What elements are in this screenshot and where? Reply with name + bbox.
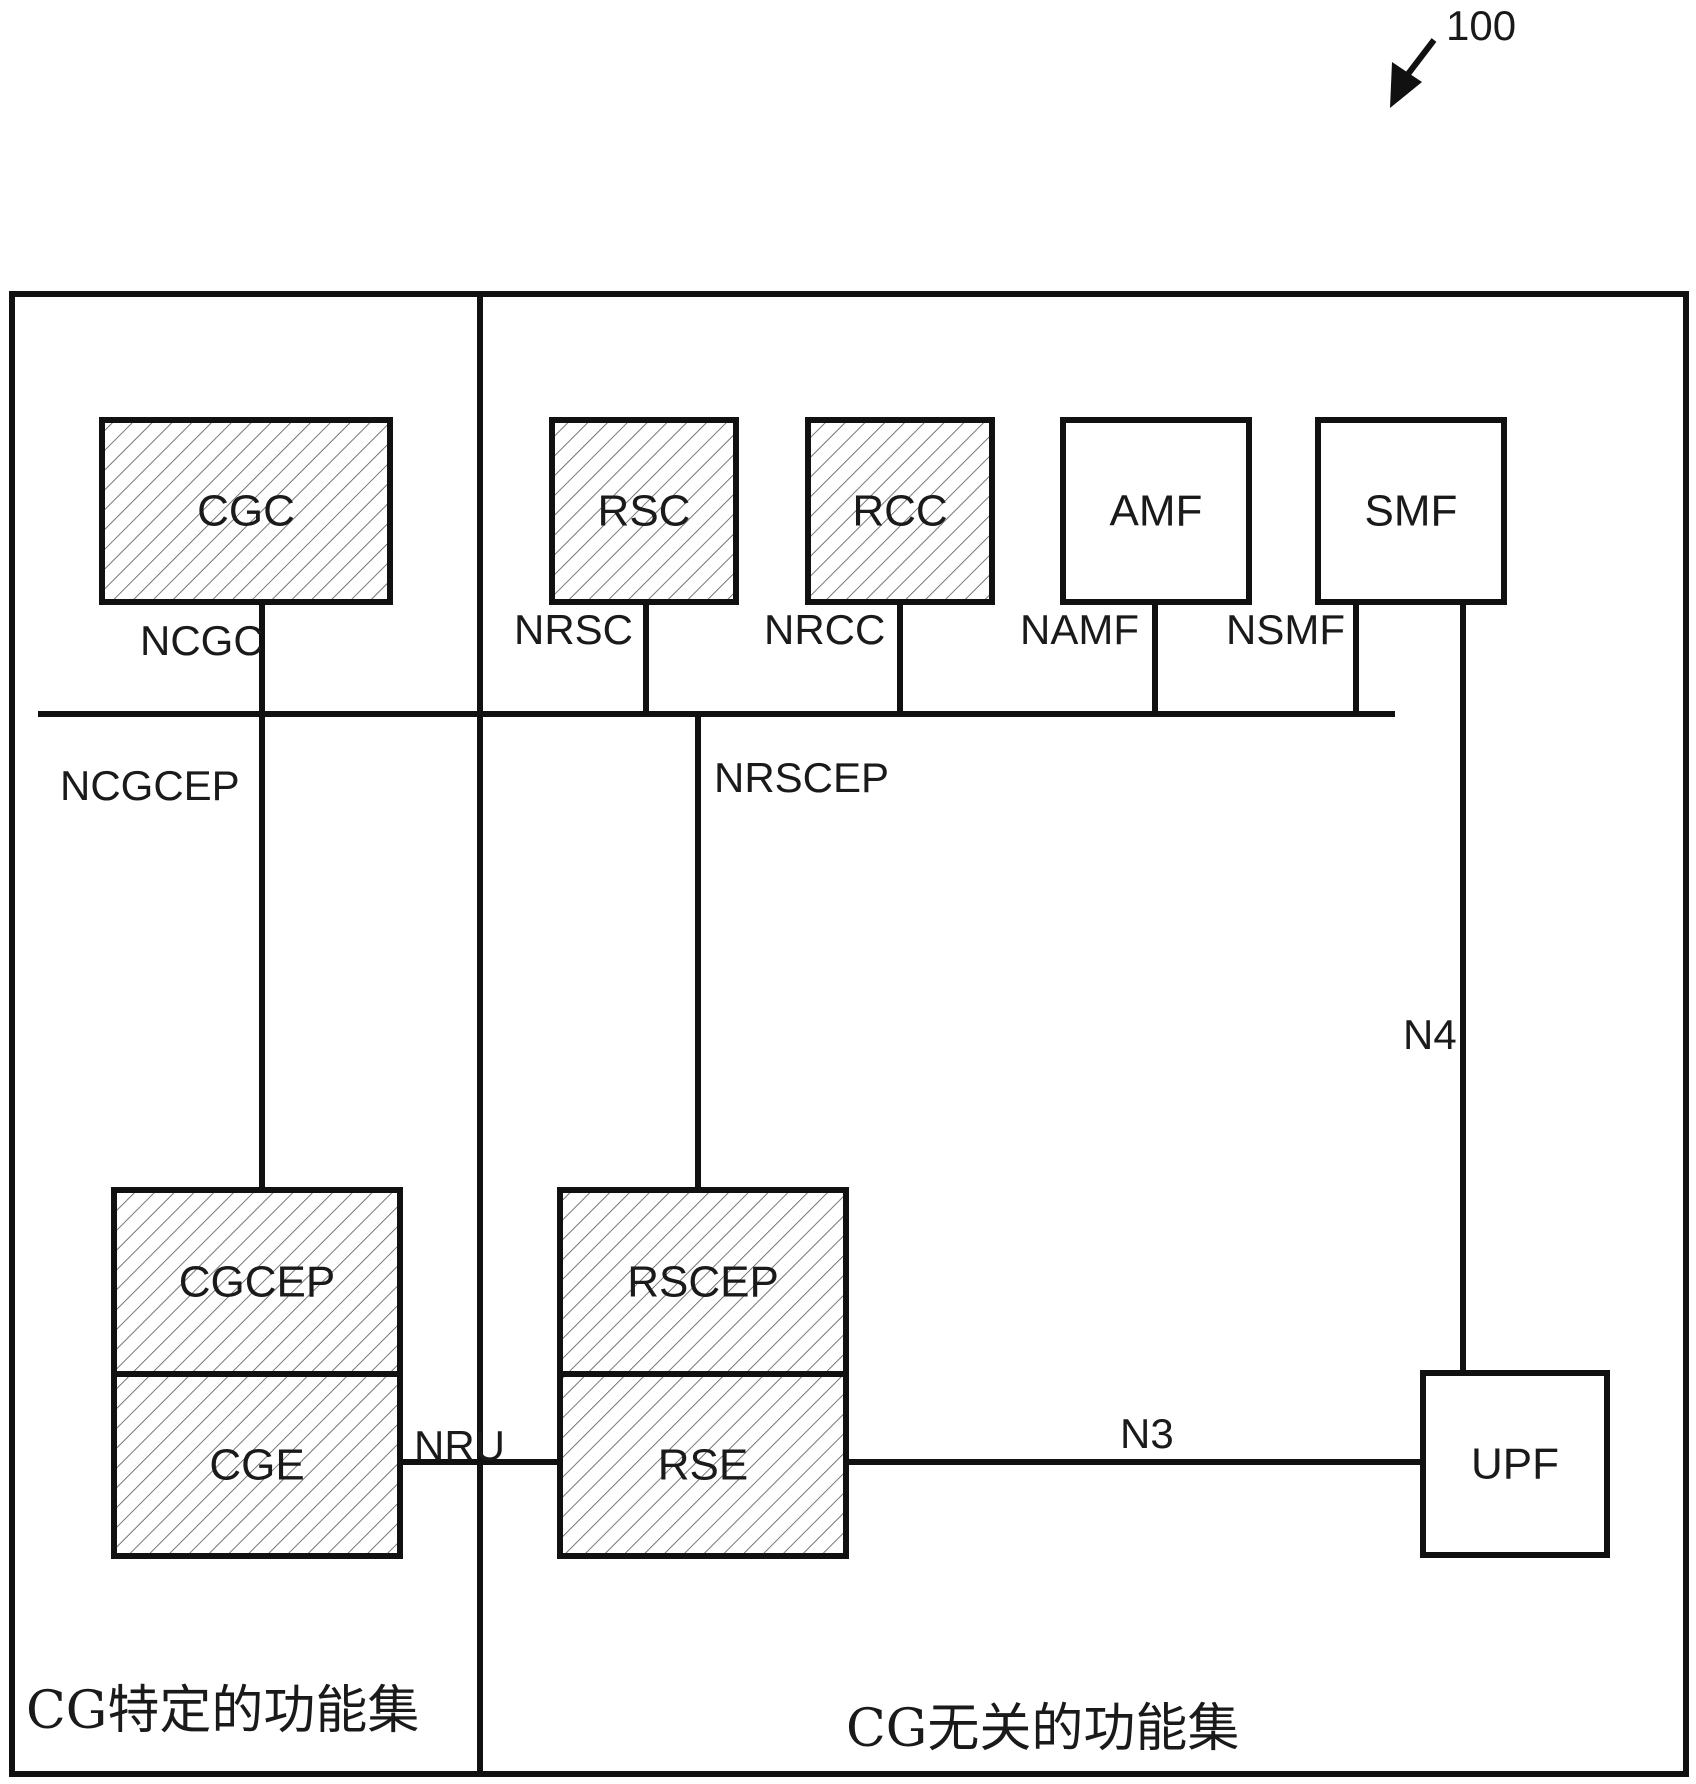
cg-independent-region-label: CG无关的功能集 (846, 1699, 1239, 1759)
amf-box (1060, 417, 1252, 605)
cge-label: CGE (209, 1441, 304, 1490)
cgc-label: CGC (197, 487, 295, 536)
node-rsc: RSC (549, 417, 739, 605)
nru-label: NRU (414, 1422, 505, 1469)
node-upf: UPF (1420, 1370, 1610, 1558)
node-cgcep-cge: CGCEP CGE (111, 1187, 403, 1559)
upf-box (1420, 1370, 1610, 1558)
rse-label: RSE (658, 1441, 748, 1490)
nrscep-label: NRSCEP (714, 754, 889, 801)
connections (38, 602, 1466, 1465)
rcc-box (805, 417, 995, 605)
node-amf: AMF (1060, 417, 1252, 605)
nsmf-label: NSMF (1226, 606, 1345, 653)
rsc-label: RSC (598, 487, 691, 536)
namf-label: NAMF (1020, 606, 1139, 653)
outer-frame (9, 291, 1689, 1777)
node-cgc: CGC (99, 417, 393, 605)
rsc-box (549, 417, 739, 605)
figure-reference: 100 (1390, 2, 1516, 108)
region-labels: CG特定的功能集 CG无关的功能集 (26, 1681, 1239, 1759)
rscep-label: RSCEP (627, 1258, 779, 1307)
upf-label: UPF (1471, 1440, 1559, 1489)
node-rcc: RCC (805, 417, 995, 605)
figure-ref-arrow-shaft (1402, 38, 1437, 80)
n4-label: N4 (1403, 1011, 1457, 1058)
rse-box (557, 1371, 849, 1559)
cg-specific-region-label: CG特定的功能集 (26, 1681, 419, 1741)
rcc-label: RCC (852, 487, 947, 536)
node-smf: SMF (1315, 417, 1507, 605)
figure-ref-label: 100 (1446, 2, 1516, 49)
smf-box (1315, 417, 1507, 605)
cge-box (111, 1371, 403, 1559)
ncgcep-label: NCGCEP (60, 762, 240, 809)
amf-label: AMF (1110, 487, 1203, 536)
n3-label: N3 (1120, 1410, 1174, 1457)
cgc-box (99, 417, 393, 605)
smf-label: SMF (1365, 487, 1458, 536)
nrcc-label: NRCC (764, 606, 885, 653)
ncgc-label: NCGC (140, 617, 264, 664)
figure-ref-arrow-head (1390, 62, 1422, 108)
node-rscep-rse: RSCEP RSE (557, 1187, 849, 1559)
nrsc-label: NRSC (514, 606, 633, 653)
interface-labels: NCGC NRSC NRCC NAMF NSMF NCGCEP NRSCEP N… (60, 606, 1457, 1469)
cgcep-label: CGCEP (179, 1258, 335, 1307)
cgcep-box (111, 1187, 403, 1377)
